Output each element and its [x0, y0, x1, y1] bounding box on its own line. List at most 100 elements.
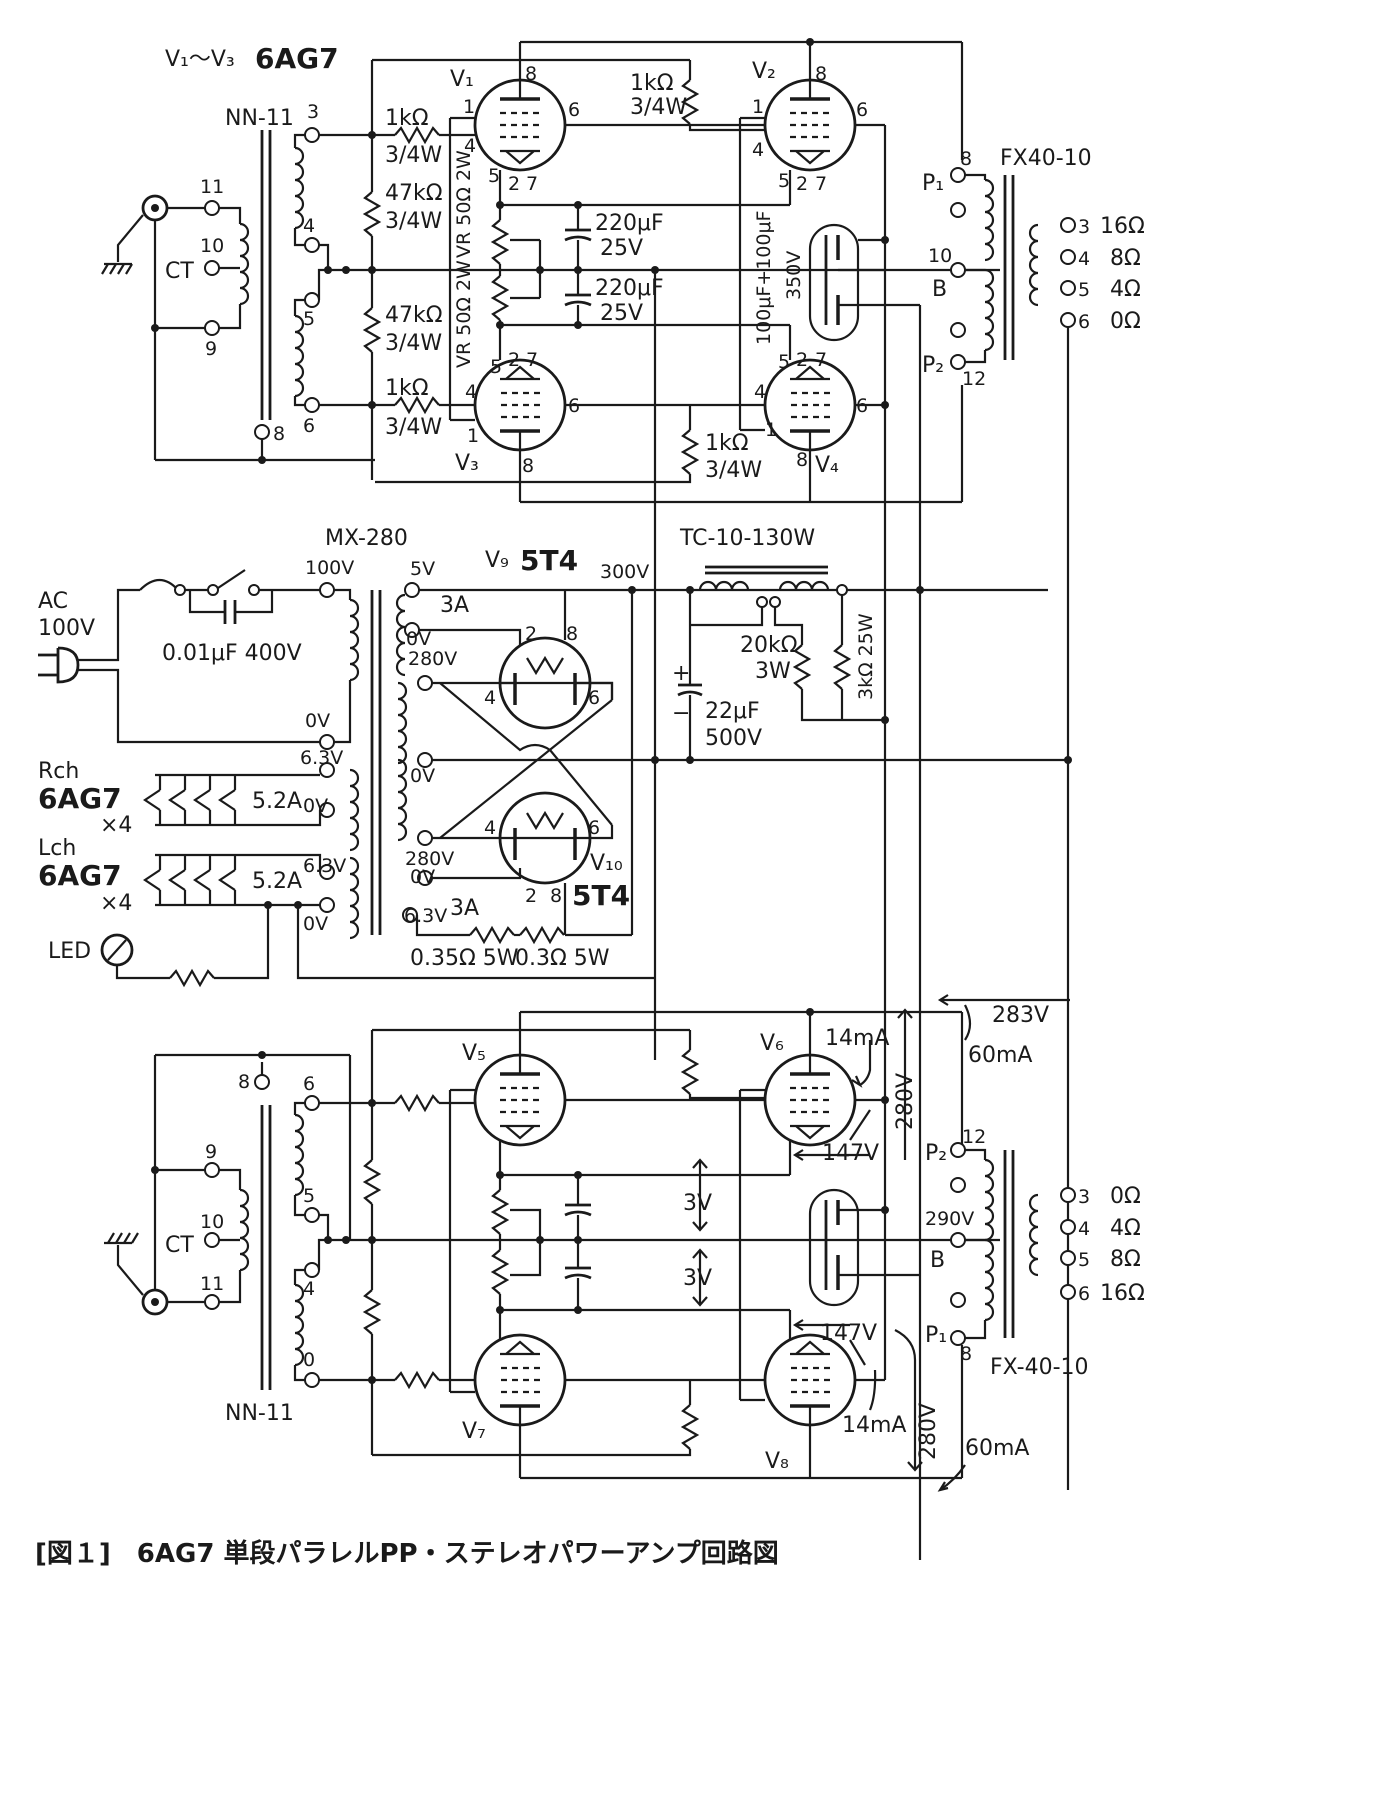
- svg-text:V₂: V₂: [752, 59, 776, 84]
- tube-v5: [473, 1053, 567, 1147]
- svg-text:8Ω: 8Ω: [1110, 246, 1141, 271]
- svg-text:3A: 3A: [440, 593, 469, 618]
- output-transformer-upper-label: FX40-10: [1000, 146, 1092, 171]
- svg-text:1: 1: [765, 419, 777, 441]
- svg-text:4: 4: [484, 817, 496, 839]
- svg-text:2: 2: [525, 623, 537, 645]
- ground-symbol-upper: [101, 263, 133, 275]
- svg-text:1kΩ: 1kΩ: [385, 376, 429, 401]
- svg-text:3V: 3V: [683, 1191, 712, 1216]
- svg-text:5.2A: 5.2A: [252, 869, 302, 894]
- svg-text:8: 8: [525, 63, 537, 85]
- svg-text:25V: 25V: [600, 236, 643, 261]
- svg-text:P₁: P₁: [925, 1323, 947, 1348]
- svg-text:7: 7: [526, 173, 538, 195]
- svg-text:6: 6: [856, 99, 868, 121]
- tube-v2: [763, 78, 857, 172]
- svg-text:3: 3: [1078, 1186, 1090, 1208]
- svg-text:4: 4: [303, 215, 315, 237]
- svg-text:8: 8: [238, 1071, 250, 1093]
- svg-text:2: 2: [508, 173, 520, 195]
- svg-text:280V: 280V: [405, 848, 454, 870]
- bias-resistor-lower-1: [363, 1158, 381, 1206]
- svg-text:4: 4: [754, 381, 766, 403]
- svg-text:0Ω: 0Ω: [1110, 1184, 1141, 1209]
- svg-text:3: 3: [1078, 216, 1090, 238]
- svg-text:5V: 5V: [410, 558, 435, 580]
- svg-text:7: 7: [815, 173, 827, 195]
- svg-text:10: 10: [928, 245, 952, 267]
- heater-bank-l: [143, 853, 322, 907]
- output-secondary-upper: [1028, 223, 1040, 307]
- svg-text:V₈: V₈: [765, 1449, 789, 1474]
- svg-text:B: B: [932, 277, 947, 302]
- svg-text:3/4W: 3/4W: [705, 458, 762, 483]
- svg-text:147V: 147V: [822, 1141, 879, 1166]
- svg-text:290V: 290V: [925, 1208, 974, 1230]
- svg-text:4: 4: [1078, 248, 1090, 270]
- svg-text:283V: 283V: [992, 1003, 1049, 1028]
- svg-text:0V: 0V: [305, 710, 330, 732]
- svg-text:V₅: V₅: [462, 1041, 486, 1066]
- balance-pot-lower-1: [491, 1188, 509, 1236]
- svg-text:11: 11: [200, 176, 224, 198]
- balance-pot-upper-1: [491, 218, 509, 266]
- svg-text:6.3V: 6.3V: [404, 905, 447, 927]
- svg-text:5: 5: [303, 1185, 315, 1207]
- svg-text:7: 7: [815, 349, 827, 371]
- svg-text:280V: 280V: [408, 648, 457, 670]
- svg-text:3A: 3A: [450, 896, 479, 921]
- svg-text:1: 1: [467, 425, 479, 447]
- svg-text:60mA: 60mA: [968, 1043, 1032, 1068]
- pt-5v-coil: [395, 593, 407, 677]
- svg-text:6: 6: [568, 99, 580, 121]
- svg-text:V₁₀: V₁₀: [590, 851, 623, 876]
- svg-text:4Ω: 4Ω: [1110, 277, 1141, 302]
- pt-heater-coil-l: [348, 856, 360, 940]
- svg-text:P₂: P₂: [925, 1141, 947, 1166]
- pt-heater-coil-r: [348, 768, 360, 852]
- svg-text:3/4W: 3/4W: [385, 415, 442, 440]
- svg-text:4: 4: [465, 381, 477, 403]
- output-transformer-lower-label: FX-40-10: [990, 1355, 1089, 1380]
- bias-resistor-upper-2: [363, 306, 381, 354]
- upper-channel: V₁～V₃ 6AG7 NN-11 11 10 CT 9 3 4 5 6 8 1k…: [101, 38, 1145, 1560]
- svg-text:3kΩ 25W: 3kΩ 25W: [855, 613, 877, 700]
- input-secondary-lower-a: [293, 1113, 305, 1197]
- fuse: [139, 578, 179, 591]
- svg-text:0V: 0V: [303, 795, 328, 817]
- reservoir-cap: [677, 690, 703, 697]
- svg-text:3W: 3W: [755, 659, 791, 684]
- svg-text:5: 5: [778, 170, 790, 192]
- svg-text:2: 2: [796, 349, 808, 371]
- svg-text:16Ω: 16Ω: [1100, 1281, 1145, 1306]
- svg-text:6: 6: [1078, 1283, 1090, 1305]
- svg-text:11: 11: [200, 1273, 224, 1295]
- svg-text:V₄: V₄: [815, 453, 839, 478]
- svg-text:LED: LED: [48, 939, 91, 964]
- svg-text:3V: 3V: [683, 1266, 712, 1291]
- svg-text:0V: 0V: [410, 765, 435, 787]
- led-resistor: [168, 969, 216, 987]
- svg-text:4: 4: [303, 1278, 315, 1300]
- svg-text:5: 5: [778, 351, 790, 373]
- svg-text:Rch: Rch: [38, 759, 79, 784]
- svg-text:0V: 0V: [303, 913, 328, 935]
- balance-pot-lower-2: [491, 1248, 509, 1296]
- svg-text:5: 5: [1078, 1249, 1090, 1271]
- choke-label: TC-10-130W: [679, 526, 815, 551]
- tube-v1: [473, 78, 567, 172]
- svg-text:16Ω: 16Ω: [1100, 214, 1145, 239]
- svg-text:9: 9: [205, 1141, 217, 1163]
- bias-resistor-lower-2: [363, 1288, 381, 1336]
- rectifier-type-lower: 5T4: [572, 879, 630, 912]
- svg-text:8: 8: [273, 423, 285, 445]
- heater-tube-label-l: 6AG7: [38, 859, 122, 892]
- dual-filter-cap-lower: [808, 1188, 860, 1307]
- svg-text:8: 8: [960, 148, 972, 170]
- svg-text:100V: 100V: [305, 557, 354, 579]
- svg-text:6: 6: [588, 687, 600, 709]
- svg-text:12: 12: [962, 1126, 986, 1148]
- svg-text:6: 6: [303, 1073, 315, 1095]
